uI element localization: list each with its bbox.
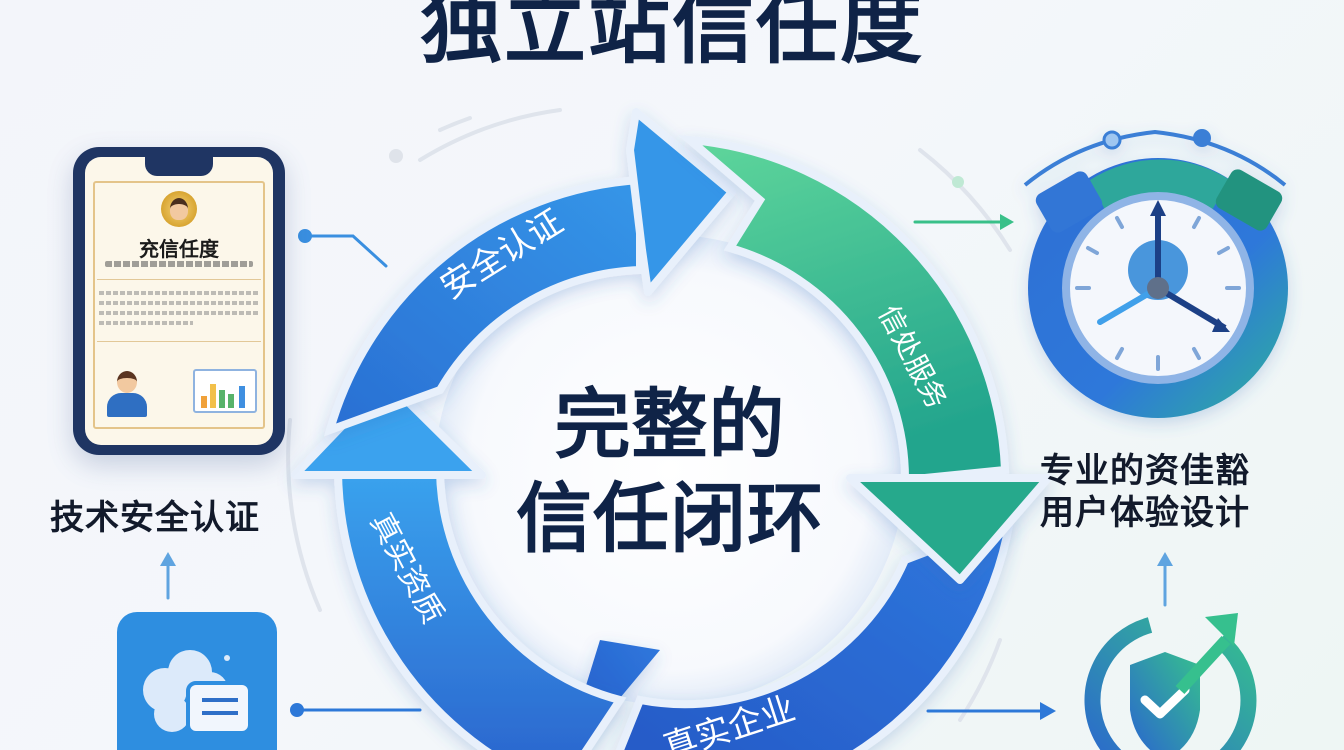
phone-notch	[145, 157, 213, 176]
person-avatar-icon	[107, 369, 147, 417]
cloud-chat-icon	[143, 650, 252, 735]
connector-lines	[160, 214, 1173, 720]
certificate-text-line	[99, 311, 259, 315]
right-panel-label-line1: 专业的资佳豁	[1040, 451, 1250, 491]
certificate-frame	[93, 181, 265, 429]
shield-check-growth-icon	[1084, 613, 1257, 750]
phone-certificate-icon: 充信任度	[73, 147, 285, 455]
certificate-text-line	[99, 291, 259, 295]
ring-segment-right	[677, 134, 1052, 584]
certificate-title: 充信任度	[139, 237, 219, 261]
bar-chart-icon	[193, 369, 257, 413]
certificate-text-line	[99, 301, 259, 305]
decorative-dot	[952, 176, 964, 188]
center-heading: 完整的 信任闭环	[470, 378, 870, 566]
decorative-arcs	[286, 108, 1012, 722]
center-disc	[435, 235, 905, 705]
center-heading-line1: 完整的	[554, 380, 786, 469]
decorative-dot	[389, 149, 403, 163]
ring-segment-top	[324, 108, 736, 437]
alarm-clock-icon	[1023, 129, 1288, 418]
page-title: 独立站信任度	[419, 0, 924, 75]
divider	[97, 279, 261, 280]
certificate-subtitle	[105, 261, 253, 267]
right-panel-label: 专业的资佳豁 用户体验设计	[1040, 450, 1250, 534]
phone-screen: 充信任度	[85, 157, 273, 445]
divider	[97, 341, 261, 342]
certificate-text-line	[99, 321, 193, 325]
medal-icon	[161, 191, 197, 227]
left-panel-label: 技术安全认证	[50, 498, 260, 538]
right-panel-label-line2: 用户体验设计	[1040, 493, 1250, 533]
center-heading-line2: 信任闭环	[516, 474, 824, 563]
